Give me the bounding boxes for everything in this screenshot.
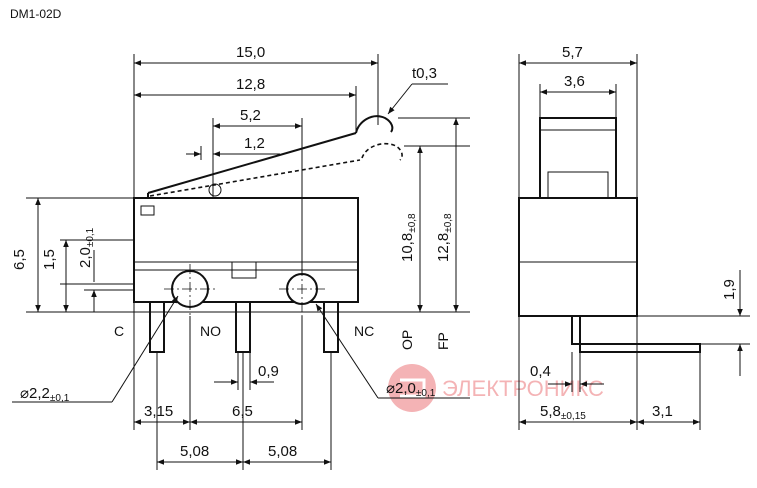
terminal-no-label: NO (200, 323, 221, 339)
drawing-title: DM1-02D (10, 7, 62, 21)
label-op: OP (399, 330, 415, 350)
dim-c-offset: 3,15 (144, 403, 173, 420)
dim-side-plunger: 3,6 (564, 73, 585, 90)
dim-side-pin-height: 1,9 (721, 279, 738, 300)
dim-hole-level: 1,5 (41, 249, 58, 270)
front-view: C NO NC 15,0 12,8 5,2 1,2 t0,3 6,5 (11, 44, 470, 470)
dim-lever-pivot: 12,8 (236, 76, 265, 93)
dim-pin-width: 0,9 (258, 363, 279, 380)
mounting-hole-left (164, 264, 216, 316)
dim-hole-pitch: 6,5 (232, 403, 253, 420)
dim-holes: 5,2 (240, 107, 261, 124)
terminal-nc-label: NC (354, 323, 374, 339)
dim-side-pin-thickness: 0,4 (530, 363, 551, 380)
dim-overall: 15,0 (236, 44, 265, 61)
terminal-c-label: C (114, 323, 124, 339)
watermark-logo: ЭЛЕКТРОНИКС (388, 364, 604, 412)
actuator-lever (147, 115, 394, 198)
side-body (518, 197, 638, 317)
watermark-mark-icon (400, 378, 426, 398)
dim-side-width: 5,7 (562, 44, 583, 61)
label-fp: FP (435, 332, 451, 350)
dim-height: 6,5 (11, 249, 28, 270)
terminal-c-pin (149, 301, 165, 353)
terminal-no-pin (235, 301, 251, 353)
side-view: 5,7 3,6 1,9 0,4 5,8±0,15 3,1 (518, 44, 750, 430)
watermark-circle-icon (388, 364, 436, 412)
hole-left-label: ⌀2,2±0,1 (20, 385, 70, 404)
dim-side-pin-length: 3,1 (652, 403, 673, 420)
hole-right-label: ⌀2,0±0,1 (386, 380, 436, 399)
body-mark (140, 205, 155, 216)
dim-op: 10,8±0,8 (399, 213, 418, 262)
dim-pitch-left: 5,08 (180, 443, 209, 460)
dim-lever-offset: 1,2 (244, 135, 265, 152)
dim-pitch-right: 5,08 (268, 443, 297, 460)
actuator-lever-operated (149, 142, 403, 197)
switch-body (133, 197, 359, 303)
dim-thickness: t0,3 (412, 65, 437, 82)
dim-fp: 12,8±0,8 (435, 213, 454, 262)
plunger (539, 117, 617, 199)
watermark-text: ЭЛЕКТРОНИКС (442, 376, 604, 401)
side-terminal (571, 315, 701, 353)
dim-hole-level-tol: 2,0±0,1 (77, 227, 96, 268)
dim-side-body: 5,8±0,15 (540, 403, 586, 422)
